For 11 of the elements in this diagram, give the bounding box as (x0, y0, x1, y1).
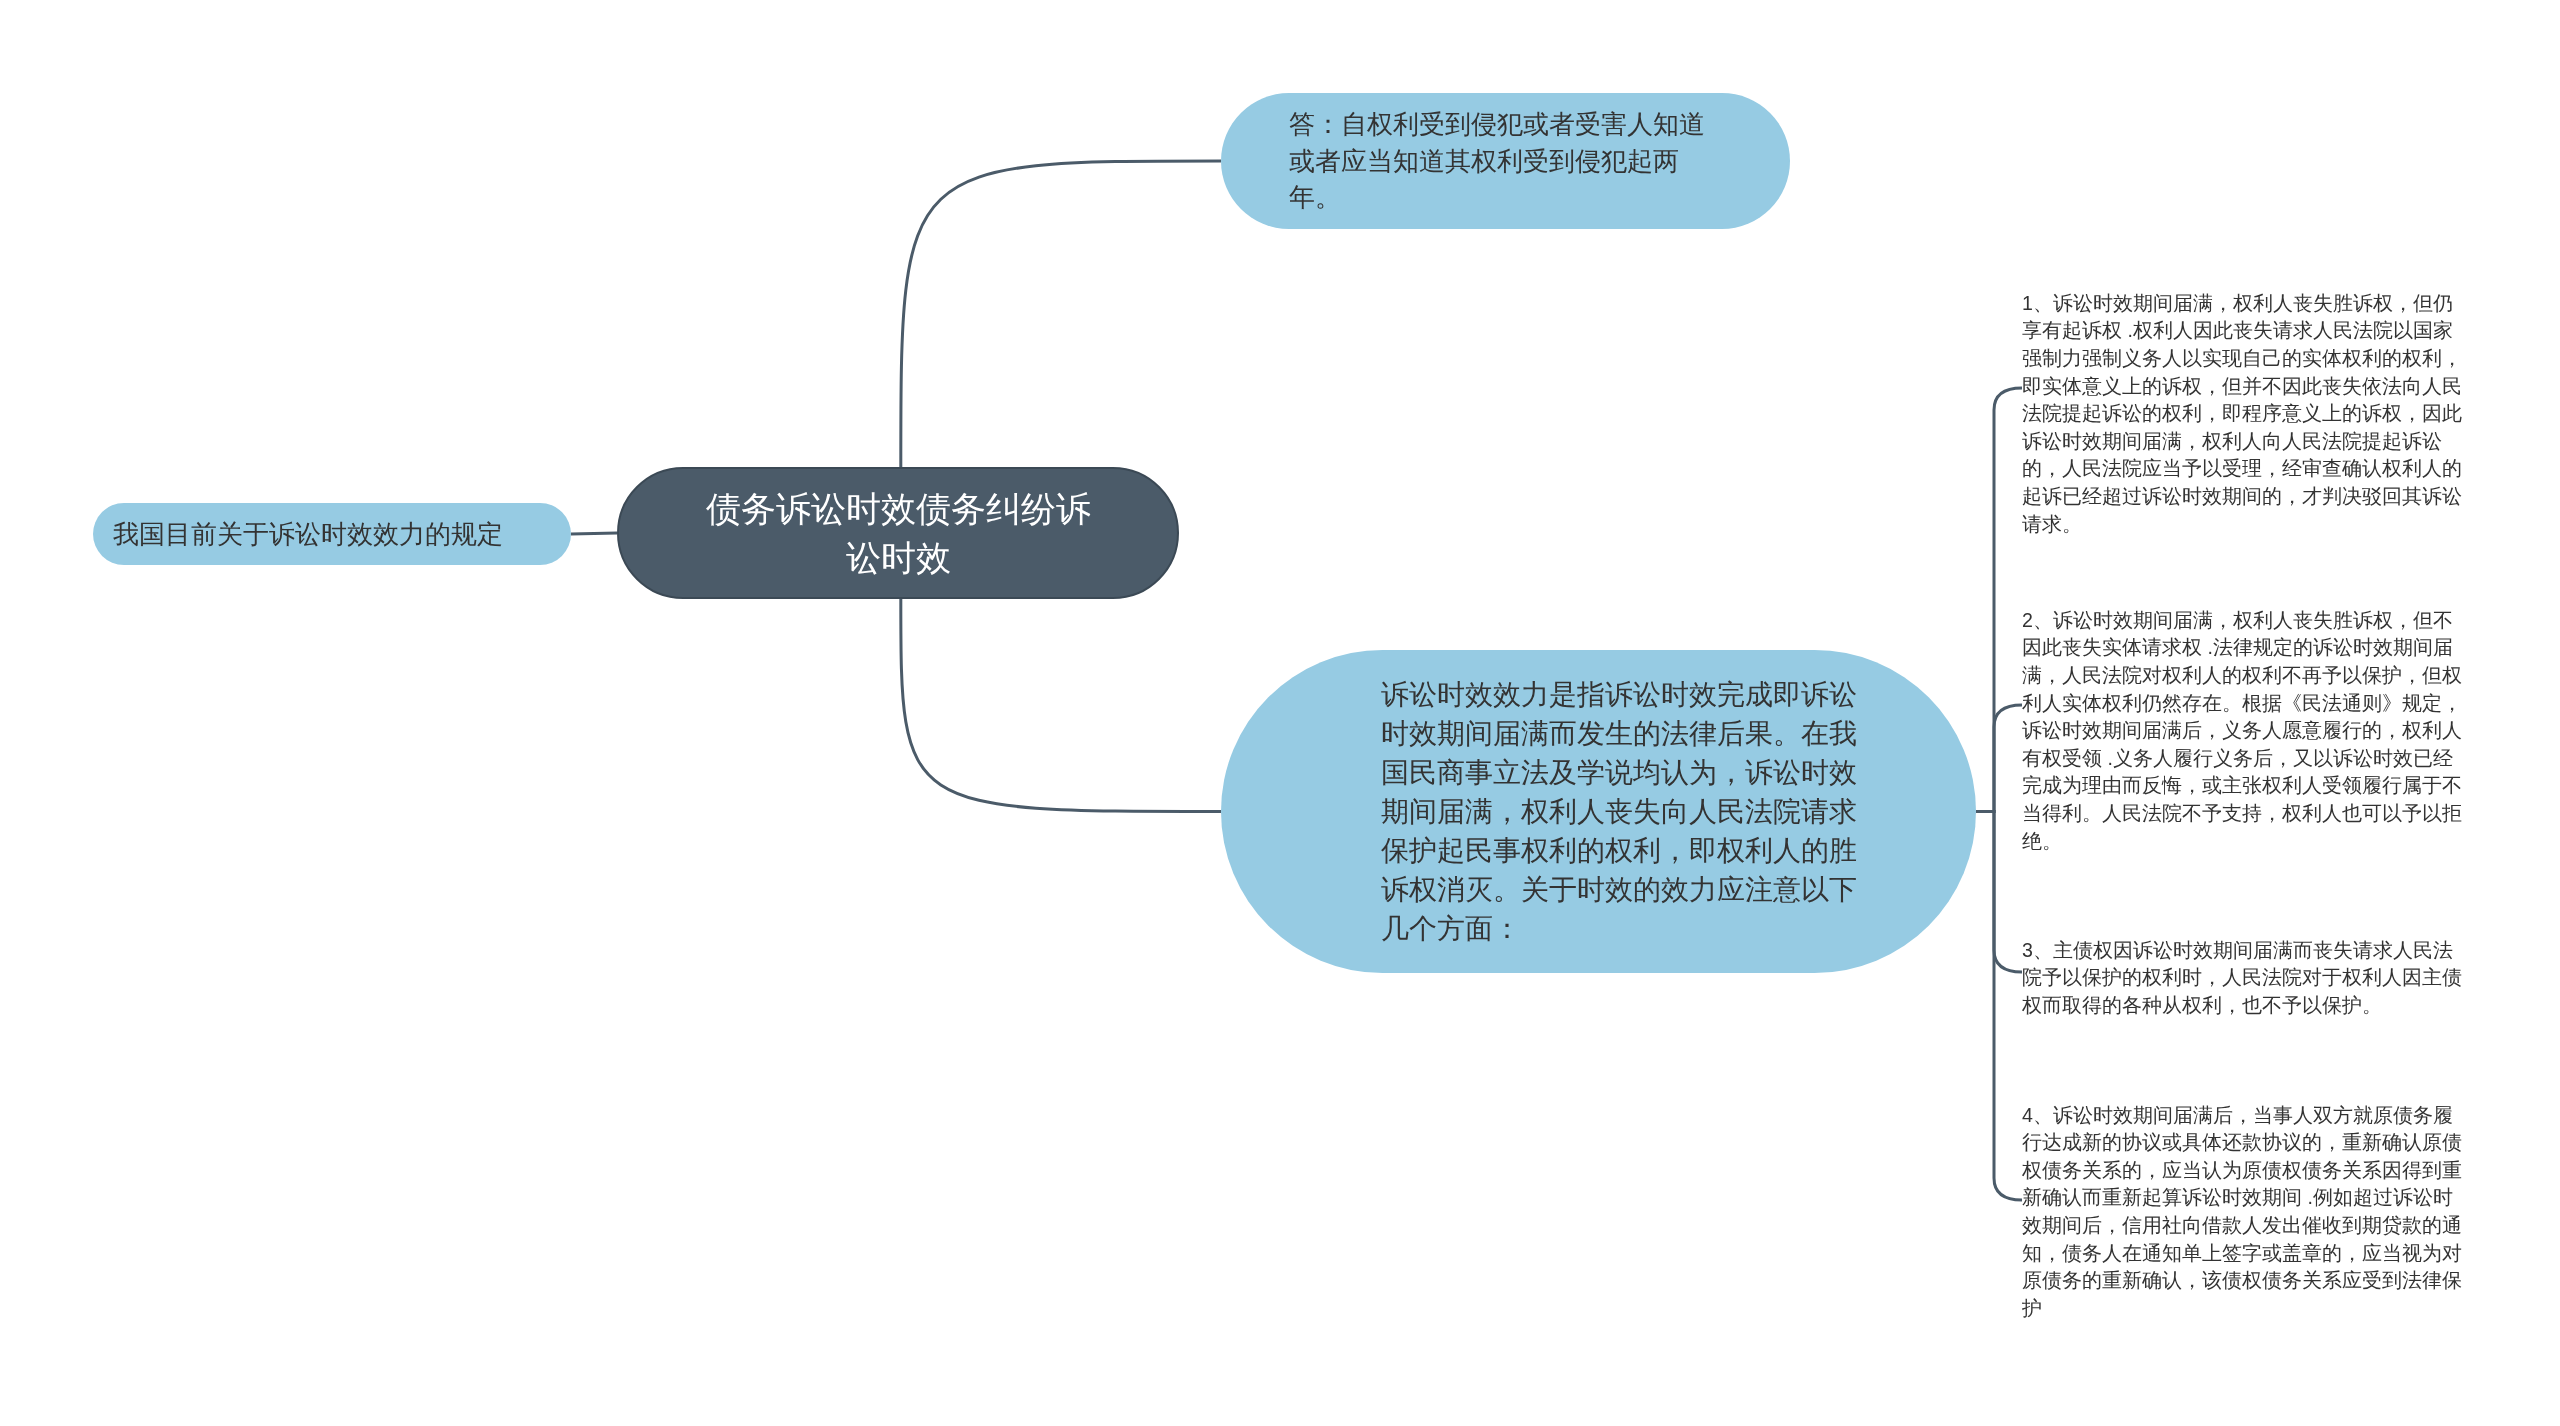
note-text: 2、诉讼时效期间届满，权利人丧失胜诉权，但不因此丧失实体请求权 .法律规定的诉讼时效期间届满，人民法院对权利人的权利不再予以保护，但权利人实体权利仍然存在。根据《民法通则》规定，诉讼时效期间届满后，义务人愿意履行的，权利人有权受领 .义务人履行义务后，又以诉讼时效已经完成为理由而反悔，或主张权利人受领履行属于不当得利。人民法院不予支持，权利人也可以予以拒绝。 (2022, 605, 2470, 857)
connector-line (899, 599, 1221, 813)
topic-box: 我国目前关于诉讼时效效力的规定 (93, 503, 571, 565)
note-text: 1、诉讼时效期间届满，权利人丧失胜诉权，但仍享有起诉权 .权利人因此丧失请求人民法院以国家强制力强制义务人以实现自己的实体权利的权利，即实体意义上的诉权，但并不因此丧失依法向人民法院提起诉讼的权利，即程序意义上的诉权，因此诉讼时效期间届满，权利人向人民法院提起诉讼的，人民法院应当予以受理，经审查确认权利人的起诉已经超过诉讼时效期间的，才判决驳回其诉讼请求。 (2022, 288, 2470, 540)
central-topic: 债务诉讼时效债务纠纷诉讼时效 (617, 467, 1179, 599)
connector-line (570, 531, 618, 536)
topic-box: 答：自权利受到侵犯或者受害人知道或者应当知道其权利受到侵犯起两年。 (1221, 93, 1790, 229)
topic-box: 诉讼时效效力是指诉讼时效完成即诉讼时效期间届满而发生的法律后果。在我国民商事立法及学说均认为，诉讼时效期间届满，权利人丧失向人民法院请求保护起民事权利的权利，即权利人的胜诉权消灭。关于时效的效力应注意以下几个方面： (1221, 650, 1976, 973)
note-text: 4、诉讼时效期间届满后，当事人双方就原债务履行达成新的协议或具体还款协议的，重新确认原债权债务关系的，应当认为原债权债务关系因得到重新确认而重新起算诉讼时效期间 .例如超过诉讼时效期间后，信用社向借款人发出催收到期贷款的通知，债务人在通知单上签字或盖章的，应当视为对原债务的重新确认，该债权债务关系应受到法律保护 (2022, 1100, 2470, 1324)
connector-line (899, 159, 1221, 467)
note-text: 3、主债权因诉讼时效期间届满而丧失请求人民法院予以保护的权利时，人民法院对于权利人因主债权而取得的各种从权利，也不予以保护。 (2022, 922, 2470, 1034)
